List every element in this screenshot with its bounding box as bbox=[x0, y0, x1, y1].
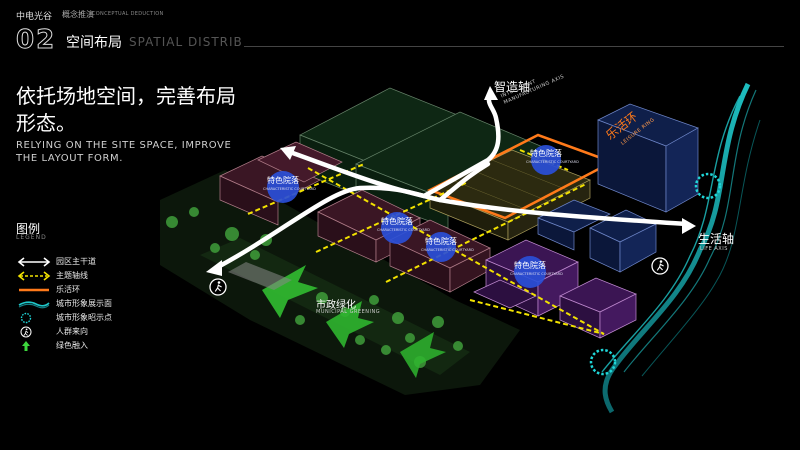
building-green-block bbox=[299, 87, 551, 229]
legend-item-city-face: 城市形象展示面 bbox=[16, 297, 176, 310]
headline-en: RELYING ON THE SITE SPACE, IMPROVE THE L… bbox=[16, 140, 232, 164]
green-arrow-icon bbox=[22, 340, 30, 351]
municipal-green-label-en: MUNICIPAL GREENING bbox=[316, 309, 381, 315]
courtyard-label-en: CHARACTERISTIC COURTYARD bbox=[421, 248, 474, 252]
courtyard-node bbox=[267, 171, 299, 203]
orange-line-icon bbox=[19, 288, 49, 291]
courtyard-node bbox=[531, 145, 561, 175]
legend-label: 乐活环 bbox=[56, 285, 80, 294]
pedestrian-icon bbox=[20, 326, 32, 337]
brand-name: 中电光谷 bbox=[16, 12, 53, 22]
tree-group bbox=[166, 207, 463, 368]
road-arrowheads bbox=[206, 86, 696, 276]
courtyard-node bbox=[381, 212, 413, 244]
page-title-en: SPATIAL DISTRIBUTION bbox=[129, 35, 241, 49]
courtyard-label: 特色院落 bbox=[381, 217, 413, 226]
section-name-en: CONCEPTUAL DEDUCTION bbox=[92, 11, 164, 17]
courtyard-node bbox=[514, 256, 546, 288]
city-image-node bbox=[589, 348, 617, 376]
legend-title-en: LEGEND bbox=[16, 234, 47, 241]
smart-axis-label: 智造轴 bbox=[494, 80, 531, 94]
green-entry-arrows bbox=[262, 265, 446, 378]
legend-label: 人群来向 bbox=[56, 327, 88, 336]
section-number: 02 bbox=[15, 25, 57, 55]
courtyard-label: 特色院落 bbox=[425, 237, 457, 246]
legend-label: 城市形象展示面 bbox=[56, 299, 112, 308]
pedestrian-icon bbox=[651, 257, 669, 275]
legend-label: 绿色融入 bbox=[56, 341, 88, 350]
legend-label: 园区主干道 bbox=[56, 257, 96, 266]
legend-label: 主题轴线 bbox=[56, 271, 88, 280]
dashed-circle-icon bbox=[20, 312, 32, 323]
life-axis-label: 生活轴 bbox=[698, 232, 735, 246]
legend-item-crowd: 人群来向 bbox=[16, 325, 176, 338]
green-arrow-icon bbox=[326, 301, 374, 348]
courtyard-node bbox=[426, 232, 456, 262]
wave-line-icon bbox=[18, 300, 50, 308]
courtyard-label: 特色院落 bbox=[514, 261, 546, 270]
courtyard-label: 特色院落 bbox=[267, 176, 299, 185]
courtyard-label-en: CHARACTERISTIC COURTYARD bbox=[510, 272, 563, 276]
legend-title: 图例 bbox=[16, 222, 41, 236]
section-name: 概念推演 bbox=[62, 10, 94, 19]
headline: 依托场地空间，完善布局形态。 bbox=[16, 84, 236, 135]
legend-item-theme-axis: 主题轴线 bbox=[16, 269, 176, 282]
legend-item-main-road: 园区主干道 bbox=[16, 255, 176, 268]
building-blue-tower bbox=[597, 103, 699, 213]
legend-item-city-node: 城市形象昭示点 bbox=[16, 311, 176, 324]
main-road-network bbox=[213, 91, 689, 271]
plaza bbox=[228, 262, 292, 290]
page-title: 空间布局 bbox=[66, 35, 122, 51]
green-arrow-icon bbox=[400, 332, 446, 378]
header-divider bbox=[244, 46, 784, 47]
city-image-display-face bbox=[601, 82, 761, 414]
life-axis-label-en: LIFE AXIS bbox=[700, 246, 728, 252]
pedestrian-icon bbox=[209, 278, 227, 296]
legend-label: 城市形象昭示点 bbox=[56, 313, 112, 322]
municipal-green-label: 市政绿化 bbox=[316, 300, 356, 311]
green-arrow-icon bbox=[262, 265, 318, 318]
dashed-arrow-icon bbox=[17, 270, 51, 281]
courtyard-label-en: CHARACTERISTIC COURTYARD bbox=[263, 187, 316, 191]
legend-item-green: 绿色融入 bbox=[16, 339, 176, 352]
courtyard-nodes bbox=[267, 145, 561, 288]
double-arrow-icon bbox=[17, 256, 51, 267]
courtyard-label-en: CHARACTERISTIC COURTYARD bbox=[377, 228, 430, 232]
city-image-node bbox=[694, 172, 722, 200]
courtyard-label-en: CHARACTERISTIC COURTYARD bbox=[526, 160, 579, 164]
courtyard-label: 特色院落 bbox=[530, 149, 562, 158]
legend-item-leisure-ring: 乐活环 bbox=[16, 283, 176, 296]
